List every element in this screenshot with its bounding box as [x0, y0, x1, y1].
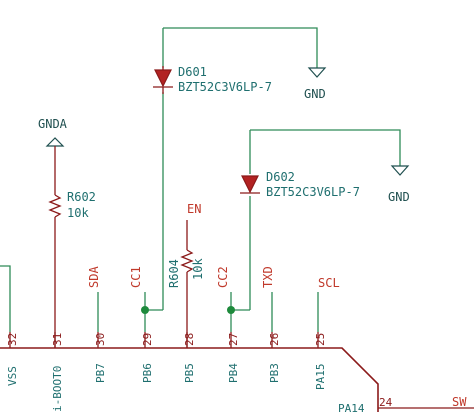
- junction-dot-cc2: [227, 306, 235, 314]
- d602-value: BZT52C3V6LP-7: [266, 185, 360, 199]
- gnd-symbol-2: [390, 165, 410, 176]
- d601-to-gnd-wire: [163, 27, 318, 68]
- pin-name: PB6: [141, 363, 154, 383]
- junction-dot-cc1: [141, 306, 149, 314]
- diode-d602-symbol: [240, 175, 260, 194]
- pin-name: PB7: [94, 363, 107, 383]
- pin-number: 25: [314, 333, 327, 346]
- r604-ref: R604: [167, 259, 181, 288]
- pin-name: PB5: [183, 363, 196, 383]
- pin-number: 26: [268, 333, 281, 346]
- d601-value: BZT52C3V6LP-7: [178, 80, 272, 94]
- pin-name: PA15: [314, 364, 327, 391]
- gnd-label-1: GND: [304, 87, 326, 101]
- r604-body: [180, 249, 194, 273]
- pin-name: VSS: [6, 366, 19, 386]
- net-label-cc2: CC2: [216, 266, 230, 288]
- d602-ref: D602: [266, 170, 295, 184]
- pin-name: PB3: [268, 363, 281, 383]
- pin-number: 29: [141, 333, 154, 346]
- d602-to-gnd-wire: [250, 129, 401, 166]
- net-label-sw: SW: [452, 395, 467, 409]
- net-label-en: EN: [187, 202, 201, 216]
- gnda-label: GNDA: [38, 117, 68, 131]
- d602-triangle: [241, 175, 259, 194]
- pin-24-name: PA14: [338, 402, 365, 412]
- pin-number: 32: [6, 333, 19, 346]
- net-label-sda: SDA: [87, 266, 101, 288]
- gnd-symbol-1: [307, 67, 327, 78]
- pin-name: PB4: [227, 363, 240, 383]
- pin-number: 28: [183, 333, 196, 346]
- gnda-symbol: [45, 137, 65, 147]
- pin-number: 30: [94, 333, 107, 346]
- diode-d601-symbol: [153, 66, 173, 94]
- net-label-cc1: CC1: [129, 266, 143, 288]
- pin-number: 27: [227, 333, 240, 346]
- pin-name: i-BOOT0: [51, 366, 64, 412]
- d601-ref: D601: [178, 65, 207, 79]
- vss-wire: [0, 265, 11, 332]
- r602-value: 10k: [67, 206, 89, 220]
- diode-d602-wiring: [231, 129, 401, 311]
- r604-value: 10k: [191, 258, 205, 280]
- net-label-txd: TXD: [261, 266, 275, 288]
- r602-body: [48, 194, 62, 218]
- d601-triangle: [154, 69, 172, 88]
- pin-number: 31: [51, 333, 64, 346]
- pin-24-number: 24: [379, 396, 393, 409]
- net-label-scl: SCL: [318, 276, 340, 290]
- r602-ref: R602: [67, 190, 96, 204]
- gnd-label-2: GND: [388, 190, 410, 204]
- ic-body-outline: [0, 347, 379, 412]
